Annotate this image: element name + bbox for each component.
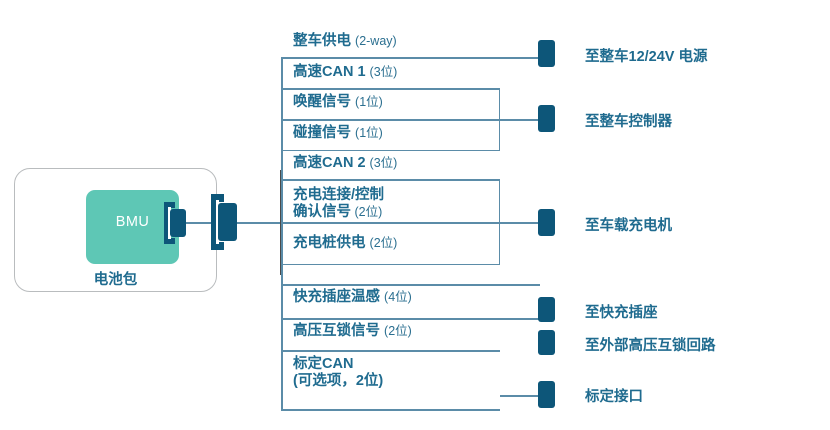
signal-label-fastcharge-temp: 快充插座温感 bbox=[293, 289, 380, 305]
row-divider-charge-confirm bbox=[281, 222, 500, 224]
harness-connector bbox=[211, 194, 237, 250]
signal-row-can-high-1: 高速CAN 1 (3位) bbox=[293, 64, 397, 81]
signal-sub-fastcharge-temp: (4位) bbox=[384, 290, 412, 304]
lead-onboard-charger bbox=[500, 222, 540, 224]
connector-calibration-port-body bbox=[538, 381, 555, 408]
row-divider-wakeup-crash bbox=[281, 119, 500, 121]
signal-label-can-high-2: 高速CAN 2 bbox=[293, 155, 366, 171]
harness-connector-shoulder-top bbox=[211, 194, 224, 202]
bmu-connector-gap bbox=[167, 207, 171, 239]
harness-connector-body bbox=[218, 203, 237, 241]
signal-label-vehicle-power: 整车供电 bbox=[293, 33, 351, 49]
connector-vehicle-power-supply bbox=[538, 40, 555, 67]
signal-row-vehicle-power: 整车供电 (2-way) bbox=[293, 33, 397, 50]
harness-connector-spine bbox=[211, 194, 216, 250]
signal-label-calibration-can-line2: (可选项，2位) bbox=[293, 373, 384, 389]
signal-label-charge-confirm-line2: 确认信号 (2位) bbox=[293, 204, 384, 221]
signal-label-can-high-1: 高速CAN 1 bbox=[293, 64, 366, 80]
connector-vehicle-power-supply-body bbox=[538, 40, 555, 67]
harness-connector-gap bbox=[215, 200, 219, 244]
signal-row-wakeup-signal: 唤醒信号 (1位) bbox=[293, 94, 383, 111]
signal-label-hv-interlock: 高压互锁信号 bbox=[293, 323, 380, 339]
signal-row-fastcharge-temp: 快充插座温感 (4位) bbox=[293, 289, 412, 306]
signal-row-charge-confirm: 充电连接/控制 确认信号 (2位) bbox=[293, 187, 384, 221]
lead-vehicle-controller bbox=[500, 119, 540, 121]
signal-row-charger-supply: 充电桩供电 (2位) bbox=[293, 235, 397, 252]
bmu-module-label: BMU bbox=[115, 214, 150, 230]
row-divider-calibration-bottom bbox=[281, 409, 500, 411]
row-divider-vehicle-power bbox=[281, 57, 540, 59]
wire-harness-to-trunk bbox=[237, 222, 281, 224]
destination-label-calibration-port: 标定接口 bbox=[585, 389, 643, 405]
destination-label-onboard-charger: 至车载充电机 bbox=[585, 218, 672, 234]
signal-trunk-spine bbox=[280, 170, 282, 275]
signal-label-charger-supply: 充电桩供电 bbox=[293, 235, 366, 251]
signal-label-charge-confirm-line2-main: 确认信号 bbox=[293, 204, 351, 220]
connector-vehicle-controller bbox=[538, 105, 555, 132]
connector-onboard-charger-body bbox=[538, 209, 555, 236]
destination-label-fastcharge-socket: 至快充插座 bbox=[585, 305, 658, 321]
signal-sub-charge-confirm: (2位) bbox=[351, 205, 383, 219]
signal-sub-hv-interlock: (2位) bbox=[384, 324, 412, 338]
connector-vehicle-controller-body bbox=[538, 105, 555, 132]
battery-pack-label: 电池包 bbox=[93, 272, 138, 288]
row-divider-calibration-top bbox=[281, 350, 500, 352]
wire-bmu-to-harness bbox=[186, 222, 218, 224]
connector-external-hv-interlock bbox=[538, 330, 555, 355]
bmu-connector-body bbox=[170, 209, 186, 237]
signal-row-calibration-can: 标定CAN (可选项，2位) bbox=[293, 356, 383, 390]
connector-external-hv-interlock-body bbox=[538, 330, 555, 355]
signal-row-can-high-2: 高速CAN 2 (3位) bbox=[293, 155, 397, 172]
connector-calibration-port bbox=[538, 381, 555, 408]
destination-label-external-hv-interlock: 至外部高压互锁回路 bbox=[585, 338, 716, 354]
lead-calibration-port bbox=[500, 395, 540, 397]
harness-connector-shoulder-bottom bbox=[211, 242, 224, 250]
signal-label-charge-confirm-line1: 充电连接/控制 bbox=[293, 187, 385, 203]
connector-onboard-charger bbox=[538, 209, 555, 236]
bmu-connector-shoulder-top bbox=[164, 202, 175, 208]
bmu-module bbox=[86, 190, 179, 264]
connector-fastcharge-socket-body bbox=[538, 297, 555, 322]
signal-label-crash-signal: 碰撞信号 bbox=[293, 125, 351, 141]
signal-sub-charger-supply: (2位) bbox=[369, 236, 398, 250]
signal-row-crash-signal: 碰撞信号 (1位) bbox=[293, 125, 383, 142]
bmu-connector bbox=[164, 202, 186, 244]
signal-sub-crash-signal: (1位) bbox=[355, 126, 383, 140]
signal-sub-vehicle-power: (2-way) bbox=[355, 34, 397, 48]
signal-row-hv-interlock: 高压互锁信号 (2位) bbox=[293, 323, 412, 340]
connector-fastcharge-socket bbox=[538, 297, 555, 322]
bmu-connector-shoulder-bottom bbox=[164, 238, 175, 244]
signal-label-calibration-can: 标定CAN bbox=[293, 356, 354, 372]
signal-sub-wakeup-signal: (1位) bbox=[355, 95, 383, 109]
row-divider-hv-interlock bbox=[281, 318, 540, 320]
row-divider-fastcharge-temp bbox=[281, 284, 540, 286]
bmu-connector-spine bbox=[164, 202, 168, 244]
signal-label-wakeup-signal: 唤醒信号 bbox=[293, 94, 351, 110]
signal-sub-can-high-1: (3位) bbox=[369, 65, 398, 79]
signal-sub-can-high-2: (3位) bbox=[369, 156, 398, 170]
destination-label-vehicle-controller: 至整车控制器 bbox=[585, 114, 672, 130]
destination-label-vehicle-power-supply: 至整车12/24V 电源 bbox=[585, 49, 708, 65]
